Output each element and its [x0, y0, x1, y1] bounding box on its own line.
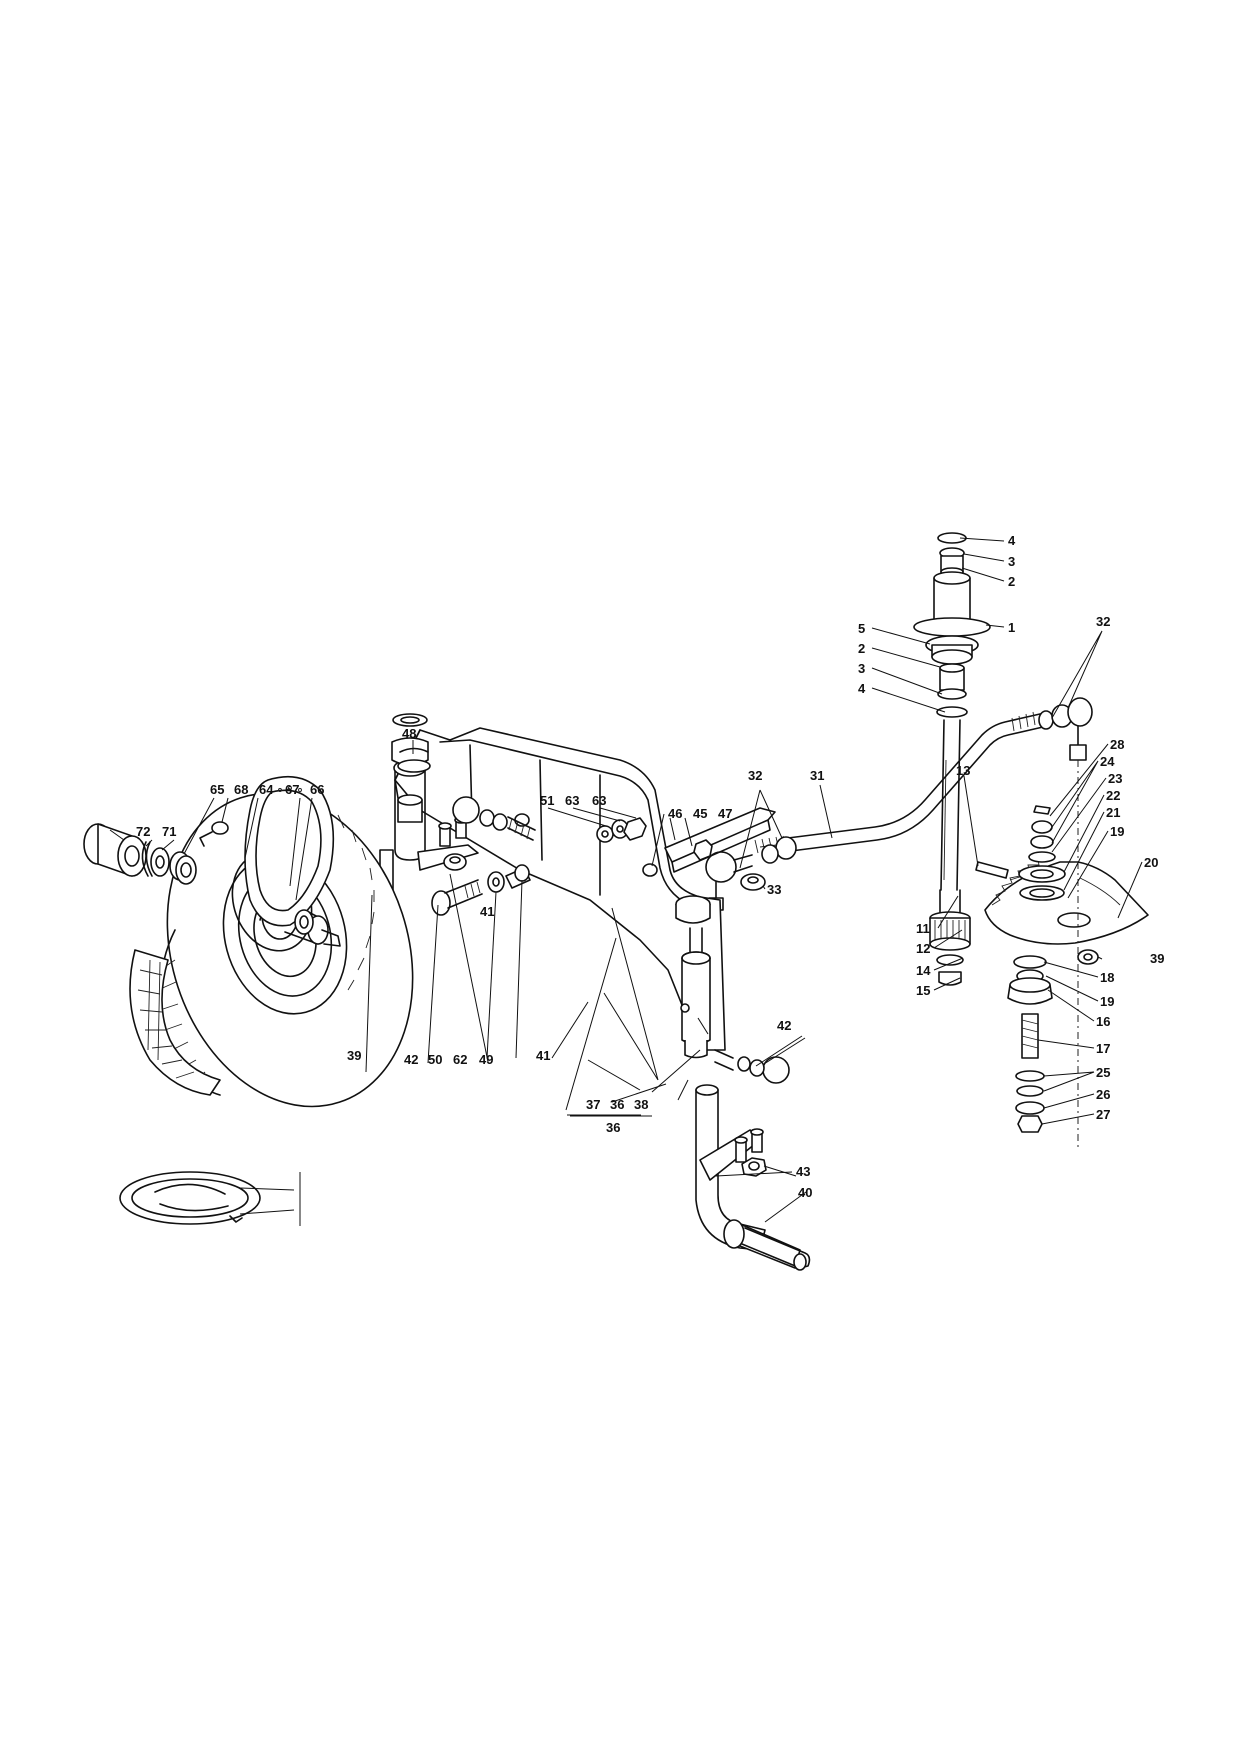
callouts: 4 3 2 1 5 2 3 4 32 28 24 23 22 21 19 20 …: [136, 533, 1164, 1200]
callout-19-top: 19: [1110, 824, 1124, 839]
callout-2-lower: 2: [858, 641, 865, 656]
callout-62: 64: [259, 782, 274, 797]
callout-34: 39: [1150, 951, 1164, 966]
tread-block: [129, 949, 221, 1096]
ball-joint-41-right: [714, 1049, 790, 1084]
callout-3-lower: 3: [858, 661, 865, 676]
lower-hardware-stack: [1007, 955, 1053, 1133]
bushing-47: [505, 864, 531, 889]
nut-33: [740, 873, 766, 891]
hubcap-64: [244, 775, 335, 927]
callout-45: 47: [718, 806, 732, 821]
callout-63-left: 65: [210, 782, 224, 797]
callout-32-left: 32: [748, 768, 762, 783]
callout-24: 24: [1100, 754, 1115, 769]
nut-45: [693, 839, 713, 861]
callout-20: 20: [1144, 855, 1158, 870]
callout-22: 22: [1106, 788, 1120, 803]
callout-14: 14: [916, 963, 931, 978]
washer-66: [150, 847, 170, 877]
callout-37: 36: [610, 1097, 624, 1112]
callout-41-right: 42: [777, 1018, 791, 1033]
washer-46: [399, 747, 429, 753]
steering-sector: [984, 859, 1149, 945]
callout-66: 71: [162, 824, 176, 839]
callout-38: 39: [347, 1048, 361, 1063]
callout-43: 45: [693, 806, 707, 821]
callout-2-top: 2: [1008, 574, 1015, 589]
callout-65: 68: [234, 782, 248, 797]
callout-12: 12: [916, 941, 930, 956]
callout-49-top: 51: [540, 793, 554, 808]
callout-19-bottom: 19: [1100, 994, 1114, 1009]
bushing-68: [83, 823, 147, 877]
callout-1: 1: [1008, 620, 1015, 635]
callout-48: 50: [428, 1052, 442, 1067]
callout-13: 13: [956, 763, 970, 778]
inner-tie-rod: [452, 796, 536, 841]
bearing-63: [169, 851, 197, 885]
callout-51: 63: [592, 793, 606, 808]
callout-46: 48: [402, 726, 416, 741]
screw-65: [199, 821, 229, 847]
callout-35: 36: [606, 1120, 620, 1135]
spindle-right: [695, 1084, 811, 1271]
snap-ring: [119, 1171, 261, 1225]
callout-36-left: 37: [586, 1097, 600, 1112]
steering-column: [913, 532, 991, 891]
upper-hardware-stack: [1018, 805, 1066, 901]
callout-63-right: 66: [310, 782, 324, 797]
nut-34: [1077, 949, 1099, 965]
hardware-49-50-51: [596, 817, 647, 843]
ball-joint-right: [1038, 697, 1093, 761]
washer-49-left: [487, 871, 505, 893]
callout-15: 15: [916, 983, 930, 998]
callout-40: 41: [536, 1048, 550, 1063]
callout-28: 28: [1110, 737, 1124, 752]
callout-16: 16: [1096, 1014, 1110, 1029]
callout-50: 63: [565, 793, 579, 808]
callout-31: 31: [810, 768, 824, 783]
roll-pin: [975, 861, 1009, 879]
threaded-end-right: [1011, 711, 1036, 732]
tie-rod: [754, 711, 1044, 854]
callout-17: 17: [1096, 1041, 1110, 1056]
nut-42-right: [741, 1157, 767, 1177]
callout-49-bottom: 62: [453, 1052, 467, 1067]
callout-36-right: 38: [634, 1097, 648, 1112]
ball-joint-left: [705, 836, 797, 911]
bushing-46: [397, 759, 431, 773]
bolt-48: [431, 879, 483, 916]
callout-26: 26: [1096, 1087, 1110, 1102]
callout-25: 25: [1096, 1065, 1110, 1080]
callout-64: 67: [285, 782, 299, 797]
front-axle: [394, 727, 726, 1051]
callout-44: 46: [668, 806, 682, 821]
callout-4-top: 4: [1008, 533, 1016, 548]
callout-39: 40: [798, 1185, 812, 1200]
callout-47: 49: [479, 1052, 493, 1067]
callout-42-left: 42: [404, 1052, 418, 1067]
nut-42-left: [443, 853, 467, 871]
clip-67: [141, 841, 153, 877]
callout-27: 27: [1096, 1107, 1110, 1122]
pinion-gear: [929, 889, 971, 986]
callout-67: 72: [136, 824, 150, 839]
callout-3-top: 3: [1008, 554, 1015, 569]
bearing-63-inner: [294, 909, 314, 935]
kingpin-right: [675, 895, 711, 1059]
callout-18: 18: [1100, 970, 1114, 985]
callout-4-lower: 4: [858, 681, 866, 696]
callout-33: 33: [767, 882, 781, 897]
callout-23: 23: [1108, 771, 1122, 786]
callout-42-right: 43: [796, 1164, 810, 1179]
callout-5: 5: [858, 621, 865, 636]
callout-11: 11: [916, 921, 930, 936]
callout-41-left: 41: [480, 904, 494, 919]
leader-lines: [109, 537, 1143, 1226]
callout-21: 21: [1106, 805, 1120, 820]
callout-32-right: 32: [1096, 614, 1110, 629]
